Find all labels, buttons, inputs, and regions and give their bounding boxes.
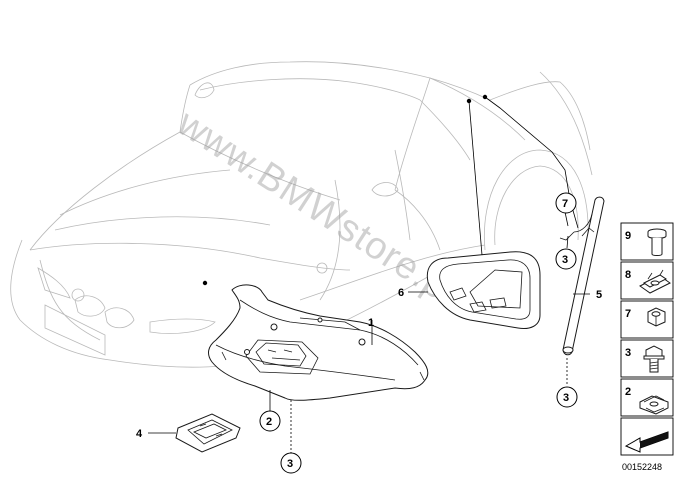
callout-3-circle-a (280, 452, 302, 474)
callout-1: 1 (368, 317, 374, 329)
callout-3-circle-b (555, 248, 577, 270)
side-cover-part (426, 251, 541, 329)
callout-3-b: 3 (562, 254, 568, 266)
watermark: www.BMWstore.pl (169, 102, 464, 314)
legend-number-8: 8 (625, 269, 631, 281)
screw-head-bolt-icon (647, 228, 667, 256)
underbody-panel (208, 284, 429, 401)
callout-3-a: 3 (287, 458, 293, 470)
support-rod-part (559, 196, 605, 356)
legend-number-2: 2 (625, 386, 631, 398)
callout-6: 6 (398, 287, 404, 299)
hardware-legend: 9 8 7 3 (620, 222, 674, 472)
callout-2: 2 (266, 416, 272, 428)
hex-bolt-icon (643, 345, 665, 373)
callout-7: 7 (562, 198, 568, 210)
hex-nut-icon (647, 307, 666, 327)
car-outline (10, 61, 593, 368)
legend-number-9: 9 (625, 230, 631, 242)
callout-4: 4 (136, 428, 143, 440)
callout-3-circle-c (556, 386, 578, 408)
spring-nut-icon (639, 269, 671, 294)
legend-number-3: 3 (625, 347, 631, 359)
arrow-icon (624, 431, 669, 453)
callout-5: 5 (596, 289, 602, 301)
legend-number-7: 7 (625, 308, 631, 320)
callout-2-circle (259, 410, 281, 432)
callout-3-c: 3 (563, 392, 569, 404)
doc-number: 00152248 (622, 462, 662, 472)
small-cover-part (175, 413, 241, 453)
clip-nut-icon (639, 395, 669, 415)
callout-labels: 1 2 3 4 5 6 7 3 3 (136, 192, 602, 474)
callout-7-circle (555, 192, 577, 214)
watermark-text: www.BMWstore.pl (169, 102, 464, 314)
